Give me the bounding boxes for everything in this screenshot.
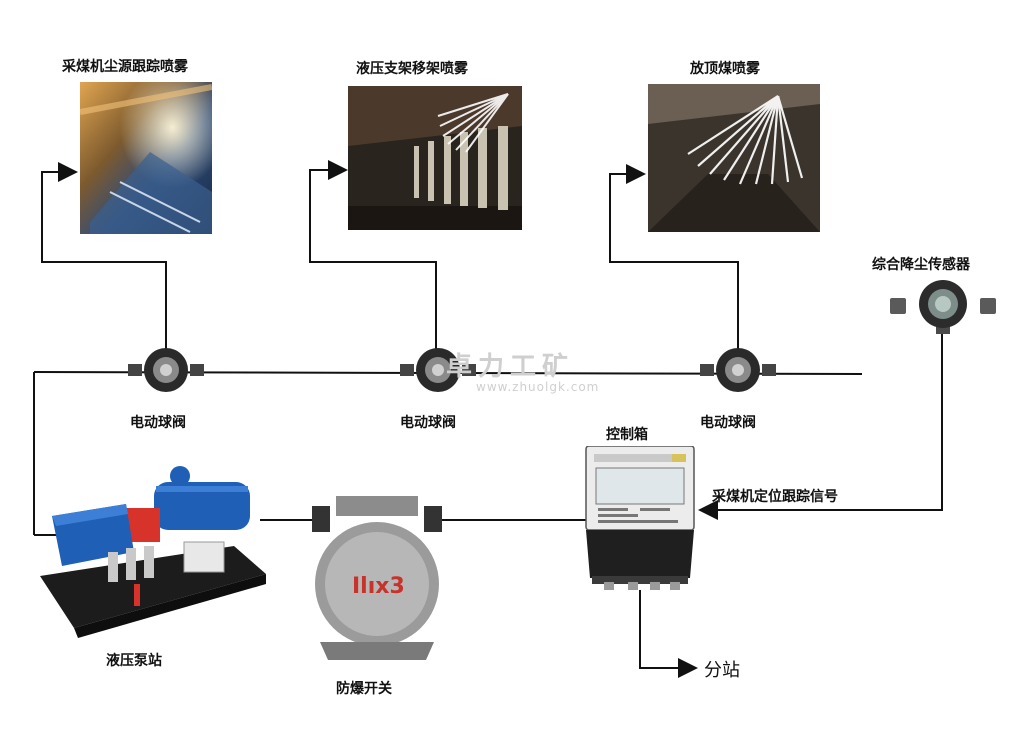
top-coal-spray-label: 放顶煤喷雾 (690, 61, 760, 77)
control-box (584, 445, 696, 590)
substation-line (639, 590, 698, 678)
ball-valve-2 (400, 346, 476, 396)
switch-nameplate: Ilıx3 (352, 574, 405, 599)
explosion-proof-switch (312, 492, 442, 664)
top-coal-spray-photo (648, 84, 820, 232)
valve-2-label: 电动球阀 (400, 415, 456, 431)
pump-station-label: 液压泵站 (106, 653, 162, 669)
dust-sensor (890, 278, 996, 334)
watermark-url: www.zhuolgk.com (476, 380, 600, 394)
support-spray-photo (348, 86, 522, 230)
shearer-spray-label: 采煤机尘源跟踪喷雾 (62, 59, 188, 75)
branch-line-2 (309, 160, 437, 360)
signal-line (698, 332, 943, 520)
valve-3-label: 电动球阀 (700, 415, 756, 431)
sensor-label: 综合降尘传感器 (872, 257, 970, 273)
control-box-label: 控制箱 (606, 427, 648, 443)
substation-label: 分站 (704, 660, 740, 681)
support-spray-label: 液压支架移架喷雾 (356, 61, 468, 77)
hydraulic-pump-station (34, 456, 268, 638)
watermark-cn: 卓力工矿 (446, 352, 575, 382)
branch-line-3 (609, 164, 739, 360)
explosion-switch-label: 防爆开关 (336, 681, 392, 697)
shearer-spray-photo (80, 82, 212, 234)
ball-valve-1 (128, 346, 204, 396)
ball-valve-3 (700, 346, 776, 396)
signal-label: 采煤机定位跟踪信号 (712, 489, 838, 505)
branch-line-1 (41, 162, 167, 360)
valve-1-label: 电动球阀 (130, 415, 186, 431)
